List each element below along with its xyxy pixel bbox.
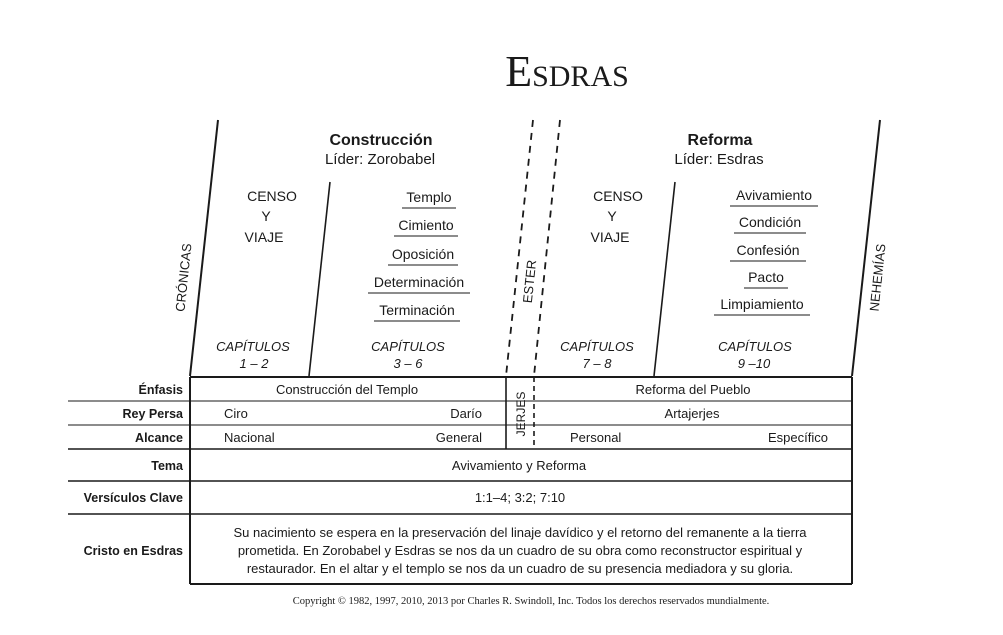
enfasis-left: Construcción del Templo bbox=[276, 382, 418, 397]
row-labels: Énfasis Rey Persa Alcance Tema Versículo… bbox=[84, 382, 184, 558]
ester-dashed-lines bbox=[505, 119, 561, 377]
topics-right-underlines bbox=[714, 205, 818, 316]
tema-value: Avivamiento y Reforma bbox=[452, 458, 587, 473]
table-frame bbox=[68, 376, 853, 585]
chapters: CAPÍTULOS 1 – 2 CAPÍTULOS 3 – 6 CAPÍTULO… bbox=[216, 339, 792, 371]
topics-left-underlines bbox=[368, 207, 470, 322]
topics-left: Templo Cimiento Oposición Determinación … bbox=[374, 189, 464, 318]
cristo-line-1: Su nacimiento se espera en la preservaci… bbox=[233, 525, 807, 540]
rey-right: Artajerjes bbox=[665, 406, 720, 421]
left-slant-line bbox=[189, 119, 219, 377]
section-right-leader: Líder: Esdras bbox=[674, 151, 763, 168]
census-left-line2: Y bbox=[261, 208, 271, 224]
side-label-ester: ESTER bbox=[520, 259, 539, 304]
topic-left-1: Templo bbox=[406, 189, 451, 205]
row-label-tema: Tema bbox=[151, 459, 184, 473]
ester-dash-right bbox=[533, 119, 561, 377]
chapter-4-range: 9 –10 bbox=[738, 356, 771, 371]
row-label-cristo: Cristo en Esdras bbox=[84, 544, 183, 558]
chapter-1-label: CAPÍTULOS bbox=[216, 339, 290, 354]
topic-right-3: Confesión bbox=[736, 242, 799, 258]
chapter-2-range: 3 – 6 bbox=[394, 356, 424, 371]
row-label-rey: Rey Persa bbox=[123, 407, 185, 421]
census-left-line1: CENSO bbox=[247, 188, 297, 204]
side-label-cronicas: CRÓNICAS bbox=[172, 242, 194, 312]
topic-right-4: Pacto bbox=[748, 269, 784, 285]
ester-dash-left bbox=[505, 119, 534, 377]
section-left-leader: Líder: Zorobabel bbox=[325, 151, 435, 168]
cristo-line-3: restaurador. En el altar y el templo se … bbox=[247, 561, 793, 576]
copyright: Copyright © 1982, 1997, 2010, 2013 por C… bbox=[293, 596, 770, 607]
title-first-letter: E bbox=[505, 47, 532, 96]
topic-right-5: Limpiamiento bbox=[720, 296, 803, 312]
enfasis-right: Reforma del Pueblo bbox=[636, 382, 751, 397]
chapter-4-label: CAPÍTULOS bbox=[718, 339, 792, 354]
left-divider-line bbox=[308, 181, 331, 377]
chapter-1-range: 1 – 2 bbox=[240, 356, 270, 371]
topic-right-2: Condición bbox=[739, 214, 801, 230]
rey-left-a: Ciro bbox=[224, 406, 248, 421]
chapter-3-range: 7 – 8 bbox=[583, 356, 613, 371]
topic-right-1: Avivamiento bbox=[736, 187, 812, 203]
section-right-heading: Reforma bbox=[688, 132, 753, 149]
rey-left-b: Darío bbox=[450, 406, 482, 421]
alcance-left-a: Nacional bbox=[224, 430, 275, 445]
alcance-right-a: Personal bbox=[570, 430, 621, 445]
right-divider-line bbox=[653, 181, 676, 377]
versiculos-value: 1:1–4; 3:2; 7:10 bbox=[475, 490, 565, 505]
topic-left-3: Oposición bbox=[392, 246, 454, 262]
alcance-left-b: General bbox=[436, 430, 482, 445]
side-label-nehemias: NEHEMÍAS bbox=[867, 243, 889, 312]
title-rest: SDRAS bbox=[532, 60, 629, 93]
topics-right: Avivamiento Condición Confesión Pacto Li… bbox=[720, 187, 812, 312]
row-label-alcance: Alcance bbox=[135, 431, 183, 445]
topic-left-2: Cimiento bbox=[398, 217, 453, 233]
cristo-line-2: prometida. En Zorobabel y Esdras se nos … bbox=[238, 543, 803, 558]
census-left-line3: VIAJE bbox=[245, 229, 284, 245]
chapter-2-label: CAPÍTULOS bbox=[371, 339, 445, 354]
row-values: Construcción del Templo Reforma del Pueb… bbox=[224, 382, 828, 576]
row-label-versiculos: Versículos Clave bbox=[84, 491, 183, 505]
census-right-line3: VIAJE bbox=[591, 229, 630, 245]
page-title: ESDRAS bbox=[505, 47, 629, 96]
right-slant-line bbox=[851, 119, 881, 377]
row-label-enfasis: Énfasis bbox=[139, 382, 184, 397]
alcance-right-b: Específico bbox=[768, 430, 828, 445]
census-right-line1: CENSO bbox=[593, 188, 643, 204]
section-left-heading: Construcción bbox=[329, 132, 432, 149]
jerjes-label: JERJES bbox=[514, 392, 528, 437]
topic-left-4: Determinación bbox=[374, 274, 464, 290]
census-right: CENSO Y VIAJE bbox=[591, 188, 643, 245]
census-right-line2: Y bbox=[607, 208, 617, 224]
chapter-3-label: CAPÍTULOS bbox=[560, 339, 634, 354]
census-left: CENSO Y VIAJE bbox=[245, 188, 297, 245]
upper-frame bbox=[189, 119, 881, 377]
topic-left-5: Terminación bbox=[379, 302, 454, 318]
